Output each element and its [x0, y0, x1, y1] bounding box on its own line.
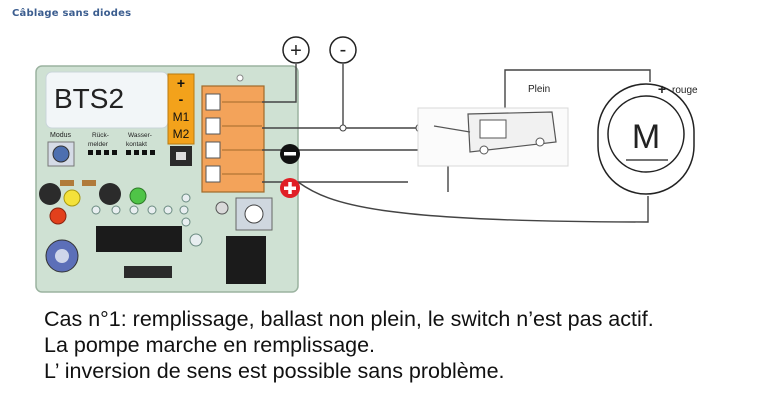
capacitor-2 — [99, 183, 121, 205]
motor-circle — [607, 95, 685, 173]
board-name: BTS2 — [54, 83, 124, 114]
modus-dial-icon — [52, 145, 70, 163]
motor-plus-label: + — [658, 81, 666, 97]
caption-line-3: L’ inversion de sens est possible sans p… — [44, 359, 505, 383]
plus-marker-bar-v — [288, 182, 292, 194]
resistor-1 — [60, 180, 74, 186]
supply-plus-icon — [282, 36, 310, 64]
ground-symbol-icon — [176, 152, 186, 160]
diagram-title: Câblage sans diodes — [12, 8, 132, 19]
resistor-2 — [82, 180, 96, 186]
wasserkontakt-label-1: Wasser- — [128, 132, 152, 139]
board-hole — [236, 74, 244, 82]
wiring-diagram: BTS2 + - M1 M2 Modus Rück- melder Wasser… — [35, 36, 698, 293]
switch-label: Plein — [528, 84, 550, 95]
microswitch: Plein — [417, 84, 569, 167]
motor-letter: M — [632, 118, 660, 156]
vias — [91, 193, 191, 227]
pin-headers — [88, 150, 155, 155]
terminal-minus-label: - — [179, 91, 184, 107]
terminal-plus-label: + — [177, 75, 185, 91]
supply-minus-icon — [329, 36, 357, 64]
connector-header — [124, 266, 172, 278]
led-green-icon — [129, 187, 147, 205]
bts2-board: BTS2 + - M1 M2 Modus Rück- melder Wasser… — [35, 65, 299, 293]
terminal-screws — [205, 93, 262, 183]
ic-main — [96, 226, 182, 252]
motor: M + rouge — [597, 81, 698, 195]
switch-hole-2 — [535, 137, 545, 147]
switch-actuator — [479, 119, 507, 139]
rueckmelder-label-1: Rück- — [92, 132, 109, 139]
capacitor-1 — [39, 183, 61, 205]
switch-hole-1 — [479, 145, 489, 155]
supply-minus-label: - — [340, 39, 347, 61]
ic-driver — [226, 236, 266, 284]
junction-1 — [339, 124, 347, 132]
supply-plus-label: + — [290, 40, 302, 62]
led-red-icon — [49, 207, 67, 225]
terminal-m1-label: M1 — [173, 110, 190, 124]
modus-label: Modus — [50, 132, 72, 139]
terminal-m2-label: M2 — [173, 127, 190, 141]
minus-marker-bar — [284, 152, 296, 156]
led-yellow-icon — [63, 189, 81, 207]
wasserkontakt-label-2: kontakt — [126, 141, 147, 148]
rueckmelder-label-2: melder — [88, 141, 109, 148]
test-pad — [215, 201, 229, 215]
caption: Cas n°1: remplissage, ballast non plein,… — [44, 306, 764, 384]
terminal-label-strip — [167, 73, 195, 145]
potentiometer-knob-icon — [244, 204, 264, 224]
caption-line-1: Cas n°1: remplissage, ballast non plein,… — [44, 307, 654, 331]
mounting-pad — [189, 233, 203, 247]
address-switch-center — [55, 249, 69, 263]
caption-line-2: La pompe marche en remplissage. — [44, 333, 376, 357]
motor-wire-label: rouge — [672, 85, 698, 96]
switch-lever — [433, 125, 471, 133]
